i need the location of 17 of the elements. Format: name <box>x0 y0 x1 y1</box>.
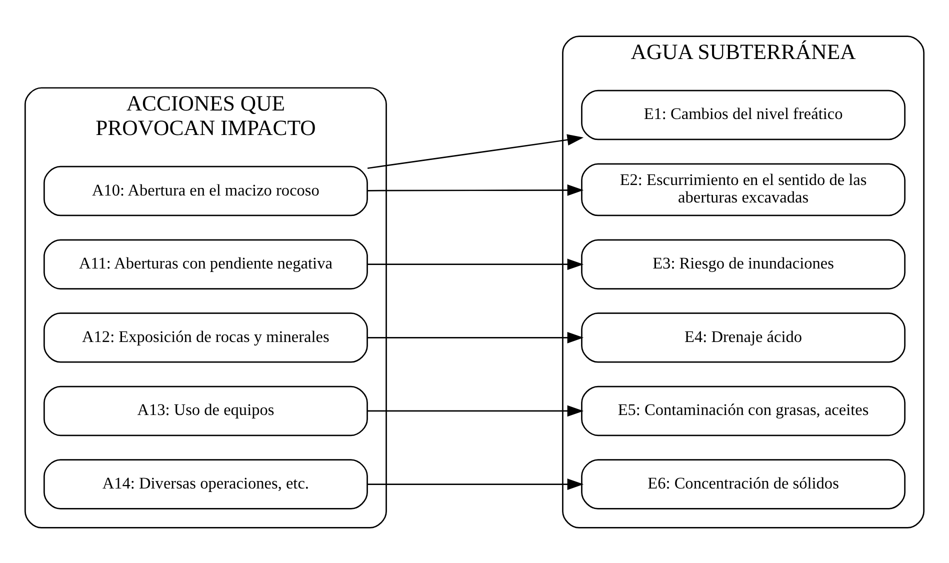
arrow <box>368 404 584 416</box>
node-box: A10: Abertura en el macizo rocoso <box>44 165 368 216</box>
node-box: E2: Escurrimiento en el sentido de las aberturas excavadas <box>581 162 906 216</box>
arrow <box>367 134 584 168</box>
node-box: A13: Uso de equipos <box>44 385 368 436</box>
node-box: E1: Cambios del nivel freático <box>581 89 906 140</box>
node-box: A11: Aberturas con pendiente negativa <box>44 238 368 289</box>
node-box: A12: Exposición de rocas y minerales <box>44 312 368 362</box>
node-box: E3: Riesgo de inundaciones <box>581 238 906 289</box>
node-box: E6: Concentración de sólidos <box>581 458 906 509</box>
arrow <box>368 184 584 196</box>
arrow <box>368 258 584 270</box>
node-box: E4: Drenaje ácido <box>581 312 906 362</box>
arrow <box>368 331 584 343</box>
node-box: A14: Diversas operaciones, etc. <box>44 458 368 509</box>
node-box: E5: Contaminación con grasas, aceites <box>581 385 906 436</box>
arrow <box>368 478 584 490</box>
